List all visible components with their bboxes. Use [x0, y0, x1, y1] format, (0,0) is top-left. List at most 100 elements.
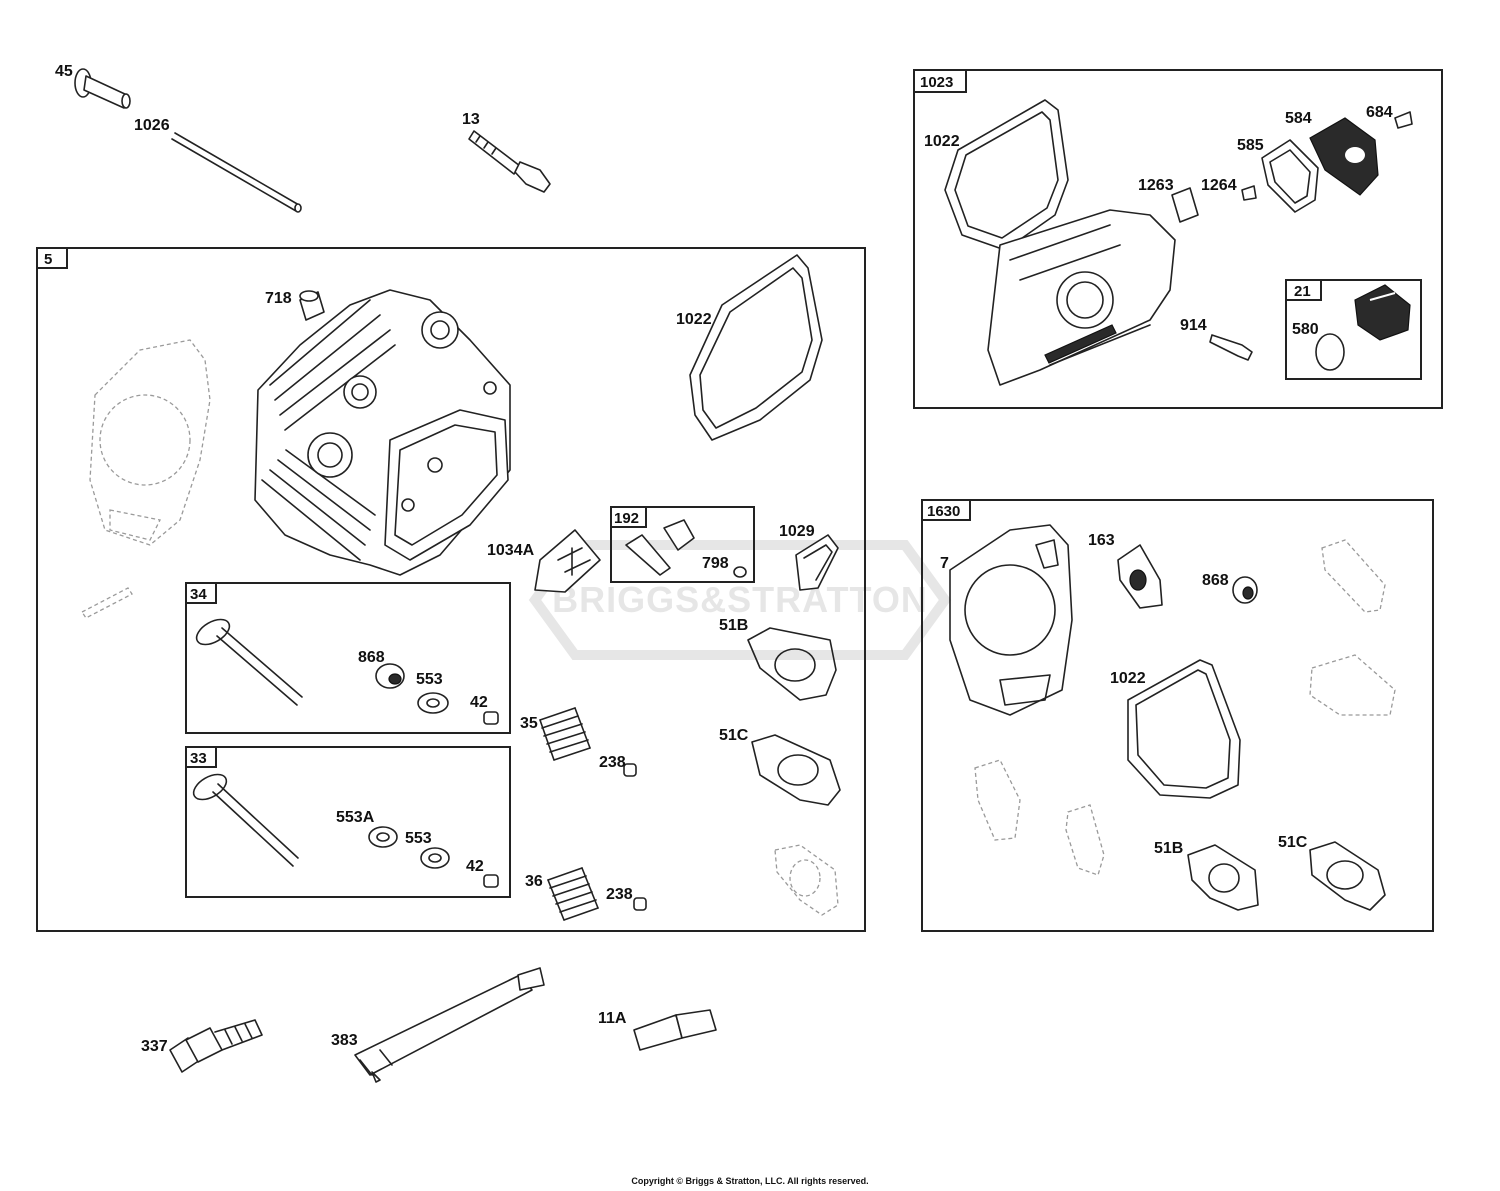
label-553A: 553A — [336, 809, 375, 826]
label-868-box34: 868 — [358, 649, 385, 666]
part-42-keeper — [483, 711, 499, 725]
label-684: 684 — [1366, 104, 1393, 121]
part-13-bolt — [468, 130, 551, 193]
part-1263-plate — [1171, 187, 1199, 223]
part-33-valve — [192, 773, 299, 867]
group-label-1023: 1023 — [920, 74, 953, 91]
part-1022c-gasket — [1127, 659, 1241, 799]
label-383: 383 — [331, 1032, 358, 1049]
label-914: 914 — [1180, 317, 1207, 334]
group-label-34: 34 — [190, 586, 207, 603]
label-718: 718 — [265, 290, 292, 307]
group-tag-192 — [610, 506, 647, 528]
label-42-box33: 42 — [466, 858, 484, 875]
watermark-text: BRIGGS&STRATTON — [552, 579, 928, 620]
ghost-gasket-4 — [1065, 804, 1105, 876]
part-cylinder-head — [254, 289, 511, 576]
part-42b-keeper — [483, 874, 499, 888]
part-337-spark-plug — [169, 1019, 263, 1073]
group-box-21 — [1285, 279, 1422, 380]
label-238-upper: 238 — [599, 754, 626, 771]
part-553b-retainer — [420, 847, 450, 869]
group-box-33 — [185, 746, 511, 898]
group-label-5: 5 — [44, 251, 52, 268]
group-box-1023 — [913, 69, 1443, 409]
part-1026-rod — [171, 132, 302, 213]
label-238-lower: 238 — [606, 886, 633, 903]
group-box-192 — [610, 506, 755, 583]
copyright-notice: Copyright © Briggs & Stratton, LLC. All … — [631, 1176, 869, 1186]
group-box-34 — [185, 582, 511, 734]
part-718-pin — [299, 290, 325, 321]
label-35: 35 — [520, 715, 538, 732]
ghost-gasket-box5 — [774, 844, 839, 916]
ghost-gasket-2 — [1309, 654, 1396, 716]
label-1264: 1264 — [1201, 177, 1237, 194]
part-585-gasket — [1261, 139, 1319, 213]
part-914-bolt — [1209, 334, 1253, 361]
label-798: 798 — [702, 555, 729, 572]
part-1034A-plate — [534, 529, 601, 593]
label-584: 584 — [1285, 110, 1312, 127]
ghost-gasket-1 — [1321, 539, 1386, 613]
label-553-box33: 553 — [405, 830, 432, 847]
label-1263: 1263 — [1138, 177, 1174, 194]
label-51C-box1630: 51C — [1278, 834, 1308, 851]
part-1022-cover-gasket — [944, 99, 1069, 251]
group-box-5 — [36, 247, 866, 932]
part-1264-screw — [1241, 185, 1257, 201]
group-tag-33 — [185, 746, 217, 768]
label-1029: 1029 — [779, 523, 815, 540]
part-valve-cover — [987, 209, 1176, 386]
part-45-tube — [74, 68, 131, 109]
ghost-head-gasket — [89, 339, 211, 546]
label-337: 337 — [141, 1038, 168, 1055]
part-553A-rotator — [368, 826, 398, 848]
part-684-screw — [1394, 111, 1413, 129]
part-1022-gasket — [689, 254, 823, 441]
label-7: 7 — [940, 555, 949, 572]
part-580-oring — [1315, 333, 1345, 371]
part-163-gasket — [1117, 544, 1163, 609]
label-1022a: 1022 — [676, 311, 712, 328]
part-1029-valve — [795, 534, 839, 591]
part-36-spring — [547, 867, 599, 921]
part-dipstick-cap — [1354, 284, 1411, 341]
part-868b-seal — [1232, 576, 1258, 604]
ghost-gasket-3 — [974, 759, 1021, 841]
group-tag-34 — [185, 582, 217, 604]
label-1022-box1630: 1022 — [1110, 670, 1146, 687]
part-51Cb-gasket — [1309, 841, 1386, 911]
label-585: 585 — [1237, 137, 1264, 154]
label-580: 580 — [1292, 321, 1319, 338]
label-51C-box5: 51C — [719, 727, 749, 744]
part-553-retainer — [417, 692, 449, 714]
part-584-cap — [1309, 117, 1379, 196]
part-51B-gasket — [747, 627, 837, 701]
group-label-1630: 1630 — [927, 503, 960, 520]
label-13: 13 — [462, 111, 480, 128]
label-42-box34: 42 — [470, 694, 488, 711]
label-51B-box5: 51B — [719, 617, 748, 634]
label-163: 163 — [1088, 532, 1115, 549]
label-45: 45 — [55, 63, 73, 80]
part-868-seal — [375, 663, 405, 689]
part-35-spring — [539, 707, 591, 761]
label-868-box1630: 868 — [1202, 572, 1229, 589]
group-tag-21 — [1285, 279, 1322, 301]
ghost-stud — [81, 587, 133, 619]
part-7-head-gasket — [949, 524, 1073, 716]
label-11A: 11A — [598, 1010, 627, 1027]
part-238b-keeper — [633, 897, 647, 911]
group-label-33: 33 — [190, 750, 207, 767]
label-1022-box1023: 1022 — [924, 133, 960, 150]
part-34-valve — [195, 618, 303, 706]
label-51B-box1630: 51B — [1154, 840, 1183, 857]
group-tag-5 — [36, 247, 68, 269]
group-tag-1023 — [913, 69, 967, 93]
label-36: 36 — [525, 873, 543, 890]
group-box-1630 — [921, 499, 1434, 932]
group-tag-1630 — [921, 499, 971, 521]
part-238-keeper — [623, 763, 637, 777]
